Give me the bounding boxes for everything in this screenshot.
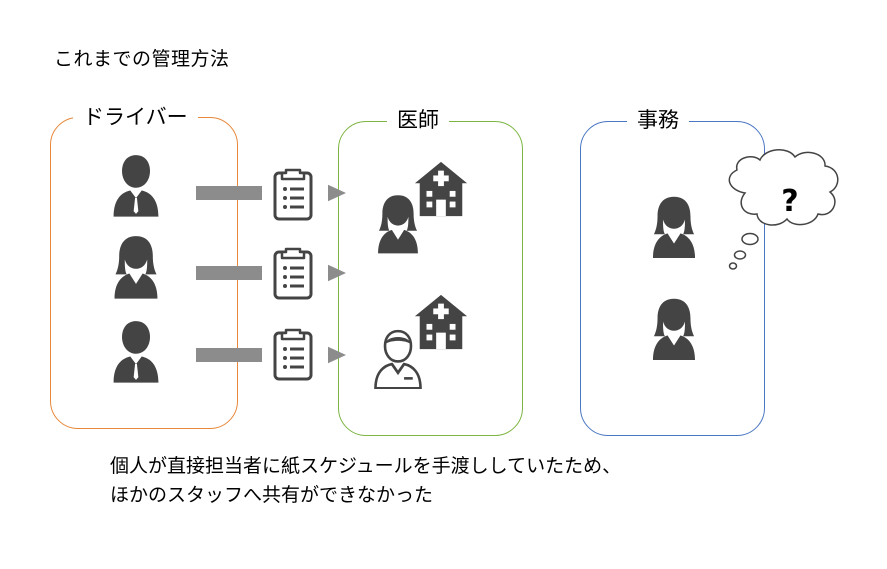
group-doctors: 医師 — [338, 107, 523, 436]
handoff-row-2 — [196, 246, 346, 304]
thought-bubble-icon: ? — [728, 149, 839, 270]
office-person-2 — [652, 298, 696, 360]
question-mark: ? — [781, 184, 798, 219]
arrow-shaft-icon — [196, 186, 276, 200]
arrow-shaft-icon — [196, 348, 276, 362]
driver-person-2 — [114, 236, 158, 299]
group-office: 事務 — [580, 107, 765, 436]
clipboard-icon — [273, 247, 313, 300]
caption-line-2: ほかのスタッフへ共有ができなかった — [110, 484, 434, 506]
handoff-row-1 — [196, 168, 346, 226]
page-title: これまでの管理方法 — [54, 48, 230, 70]
doctor-male-icon — [374, 329, 422, 389]
doctor-hospital-1 — [378, 161, 468, 254]
doctor-hospital-2 — [374, 294, 468, 389]
group-label-doctors: 医師 — [387, 107, 449, 133]
office-person-1 — [652, 196, 696, 258]
hospital-icon — [414, 161, 468, 217]
hospital-icon — [414, 294, 468, 350]
driver-person-3 — [113, 321, 159, 383]
doctor-female-icon — [378, 195, 418, 254]
clipboard-icon — [273, 168, 313, 221]
handoff-row-3 — [196, 328, 346, 386]
caption: 個人が直接担当者に紙スケジュールを手渡ししていたため、 ほかのスタッフへ共有がで… — [110, 452, 621, 510]
group-label-drivers: ドライバー — [73, 104, 198, 130]
clipboard-icon — [273, 328, 313, 381]
group-label-office: 事務 — [627, 107, 689, 133]
driver-person-1 — [113, 155, 159, 217]
arrow-shaft-icon — [196, 266, 276, 280]
caption-line-1: 個人が直接担当者に紙スケジュールを手渡ししていたため、 — [110, 455, 622, 477]
